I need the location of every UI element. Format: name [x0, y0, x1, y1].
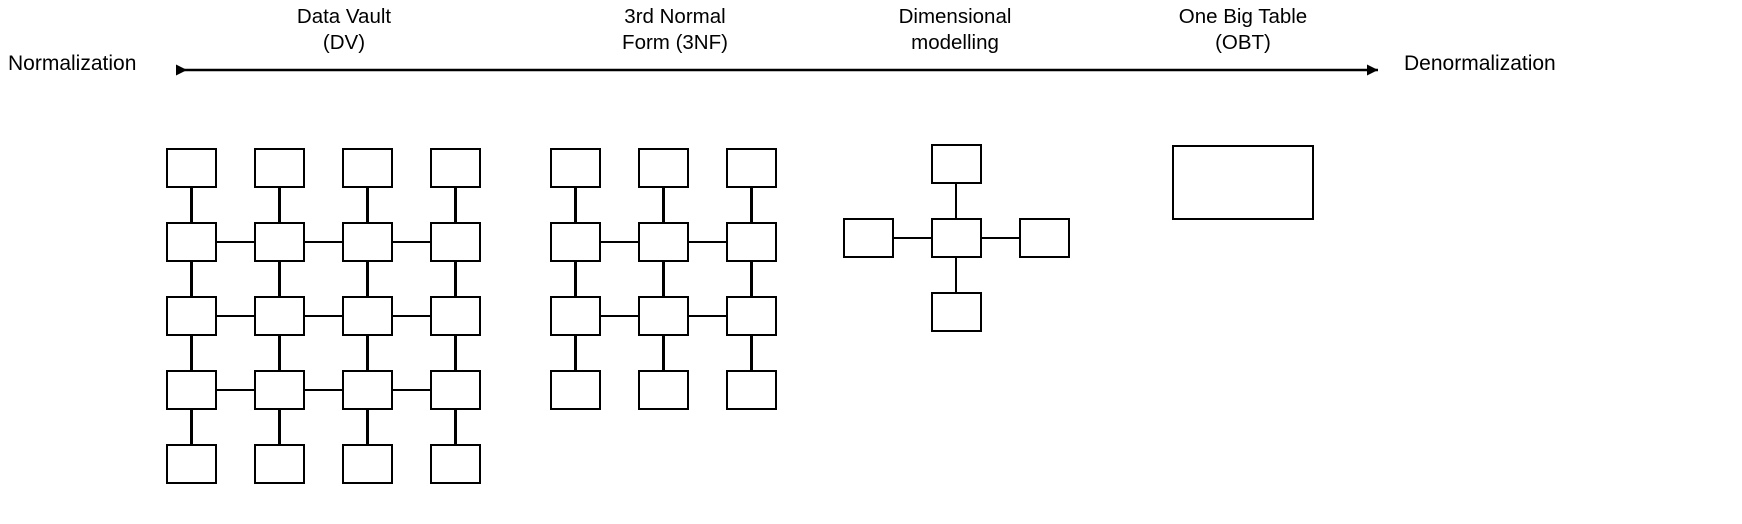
horizontal-connector-third-normal-form-r2c2 — [689, 240, 726, 244]
vertical-connector-data-vault-r2c3 — [366, 262, 369, 296]
table-box-third-normal-form-r2c2[interactable] — [638, 222, 689, 262]
horizontal-connector-dimensional-modelling-left — [893, 236, 931, 240]
vertical-connector-data-vault-r3c3 — [366, 336, 369, 370]
horizontal-connector-dimensional-modelling-right — [981, 236, 1019, 240]
vertical-connector-third-normal-form-r1c2 — [662, 188, 665, 222]
table-box-data-vault-r2c2[interactable] — [254, 222, 305, 262]
table-box-dimensional-modelling-dim-right[interactable] — [1018, 218, 1070, 258]
vertical-connector-data-vault-r3c4 — [454, 336, 457, 370]
axis-label-normalization: Normalization — [8, 52, 137, 75]
table-box-data-vault-r5c1[interactable] — [166, 444, 217, 484]
vertical-connector-third-normal-form-r2c3 — [750, 262, 753, 296]
table-box-dimensional-modelling-dim-top[interactable] — [930, 144, 982, 184]
vertical-connector-dimensional-modelling-bottom — [954, 258, 958, 292]
vertical-connector-third-normal-form-r3c3 — [750, 336, 753, 370]
axis-label-denormalization: Denormalization — [1404, 52, 1556, 75]
table-box-data-vault-r1c1[interactable] — [166, 148, 217, 188]
vertical-connector-data-vault-r4c2 — [278, 410, 281, 444]
vertical-connector-data-vault-r1c1 — [190, 188, 193, 222]
vertical-connector-data-vault-r1c4 — [454, 188, 457, 222]
table-box-third-normal-form-r4c2[interactable] — [638, 370, 689, 410]
table-box-data-vault-r5c2[interactable] — [254, 444, 305, 484]
table-box-third-normal-form-r4c3[interactable] — [726, 370, 777, 410]
horizontal-connector-third-normal-form-r2c1 — [601, 240, 638, 244]
vertical-connector-data-vault-r3c1 — [190, 336, 193, 370]
vertical-connector-third-normal-form-r2c1 — [574, 262, 577, 296]
table-box-data-vault-r5c4[interactable] — [430, 444, 481, 484]
horizontal-connector-third-normal-form-r3c1 — [601, 314, 638, 318]
horizontal-connector-data-vault-r4c3 — [393, 388, 430, 392]
table-box-data-vault-r3c2[interactable] — [254, 296, 305, 336]
table-box-obt[interactable] — [1172, 145, 1314, 220]
horizontal-connector-data-vault-r3c2 — [305, 314, 342, 318]
horizontal-connector-data-vault-r2c2 — [305, 240, 342, 244]
vertical-connector-data-vault-r4c4 — [454, 410, 457, 444]
table-box-dimensional-modelling-dim-bottom[interactable] — [930, 292, 982, 332]
table-box-third-normal-form-r1c1[interactable] — [550, 148, 601, 188]
table-box-data-vault-r5c3[interactable] — [342, 444, 393, 484]
vertical-connector-third-normal-form-r3c1 — [574, 336, 577, 370]
stage-label-dimensional-modelling: Dimensional modelling — [898, 5, 1012, 54]
vertical-connector-data-vault-r2c4 — [454, 262, 457, 296]
table-box-data-vault-r2c1[interactable] — [166, 222, 217, 262]
table-box-data-vault-r2c3[interactable] — [342, 222, 393, 262]
vertical-connector-data-vault-r3c2 — [278, 336, 281, 370]
vertical-connector-third-normal-form-r2c2 — [662, 262, 665, 296]
table-box-third-normal-form-r1c2[interactable] — [638, 148, 689, 188]
horizontal-connector-third-normal-form-r3c2 — [689, 314, 726, 318]
vertical-connector-third-normal-form-r1c1 — [574, 188, 577, 222]
table-box-dimensional-modelling-dim-left[interactable] — [842, 218, 894, 258]
vertical-connector-data-vault-r1c2 — [278, 188, 281, 222]
table-box-third-normal-form-r2c3[interactable] — [726, 222, 777, 262]
table-box-data-vault-r1c2[interactable] — [254, 148, 305, 188]
table-box-data-vault-r3c1[interactable] — [166, 296, 217, 336]
horizontal-connector-data-vault-r2c1 — [217, 240, 254, 244]
table-box-data-vault-r3c3[interactable] — [342, 296, 393, 336]
vertical-connector-data-vault-r2c1 — [190, 262, 193, 296]
vertical-connector-data-vault-r4c1 — [190, 410, 193, 444]
vertical-connector-data-vault-r1c3 — [366, 188, 369, 222]
vertical-connector-data-vault-r4c3 — [366, 410, 369, 444]
vertical-connector-third-normal-form-r1c3 — [750, 188, 753, 222]
table-box-third-normal-form-r3c3[interactable] — [726, 296, 777, 336]
table-box-third-normal-form-r3c2[interactable] — [638, 296, 689, 336]
stage-label-third-normal-form: 3rd Normal Form (3NF) — [622, 5, 728, 54]
horizontal-connector-data-vault-r3c1 — [217, 314, 254, 318]
horizontal-connector-data-vault-r2c3 — [393, 240, 430, 244]
vertical-connector-third-normal-form-r3c2 — [662, 336, 665, 370]
stage-label-data-vault: Data Vault (DV) — [296, 5, 392, 54]
horizontal-connector-data-vault-r4c1 — [217, 388, 254, 392]
table-box-third-normal-form-r4c1[interactable] — [550, 370, 601, 410]
table-box-data-vault-r3c4[interactable] — [430, 296, 481, 336]
horizontal-connector-data-vault-r3c3 — [393, 314, 430, 318]
table-box-dimensional-modelling-fact[interactable] — [930, 218, 982, 258]
table-box-third-normal-form-r3c1[interactable] — [550, 296, 601, 336]
table-box-data-vault-r4c3[interactable] — [342, 370, 393, 410]
table-box-data-vault-r4c1[interactable] — [166, 370, 217, 410]
horizontal-connector-data-vault-r4c2 — [305, 388, 342, 392]
table-box-third-normal-form-r2c1[interactable] — [550, 222, 601, 262]
table-box-data-vault-r1c4[interactable] — [430, 148, 481, 188]
stage-label-one-big-table: One Big Table (OBT) — [1178, 5, 1308, 54]
table-box-third-normal-form-r1c3[interactable] — [726, 148, 777, 188]
table-box-data-vault-r4c4[interactable] — [430, 370, 481, 410]
vertical-connector-dimensional-modelling-top — [954, 184, 958, 218]
table-box-data-vault-r1c3[interactable] — [342, 148, 393, 188]
table-box-data-vault-r4c2[interactable] — [254, 370, 305, 410]
vertical-connector-data-vault-r2c2 — [278, 262, 281, 296]
table-box-data-vault-r2c4[interactable] — [430, 222, 481, 262]
